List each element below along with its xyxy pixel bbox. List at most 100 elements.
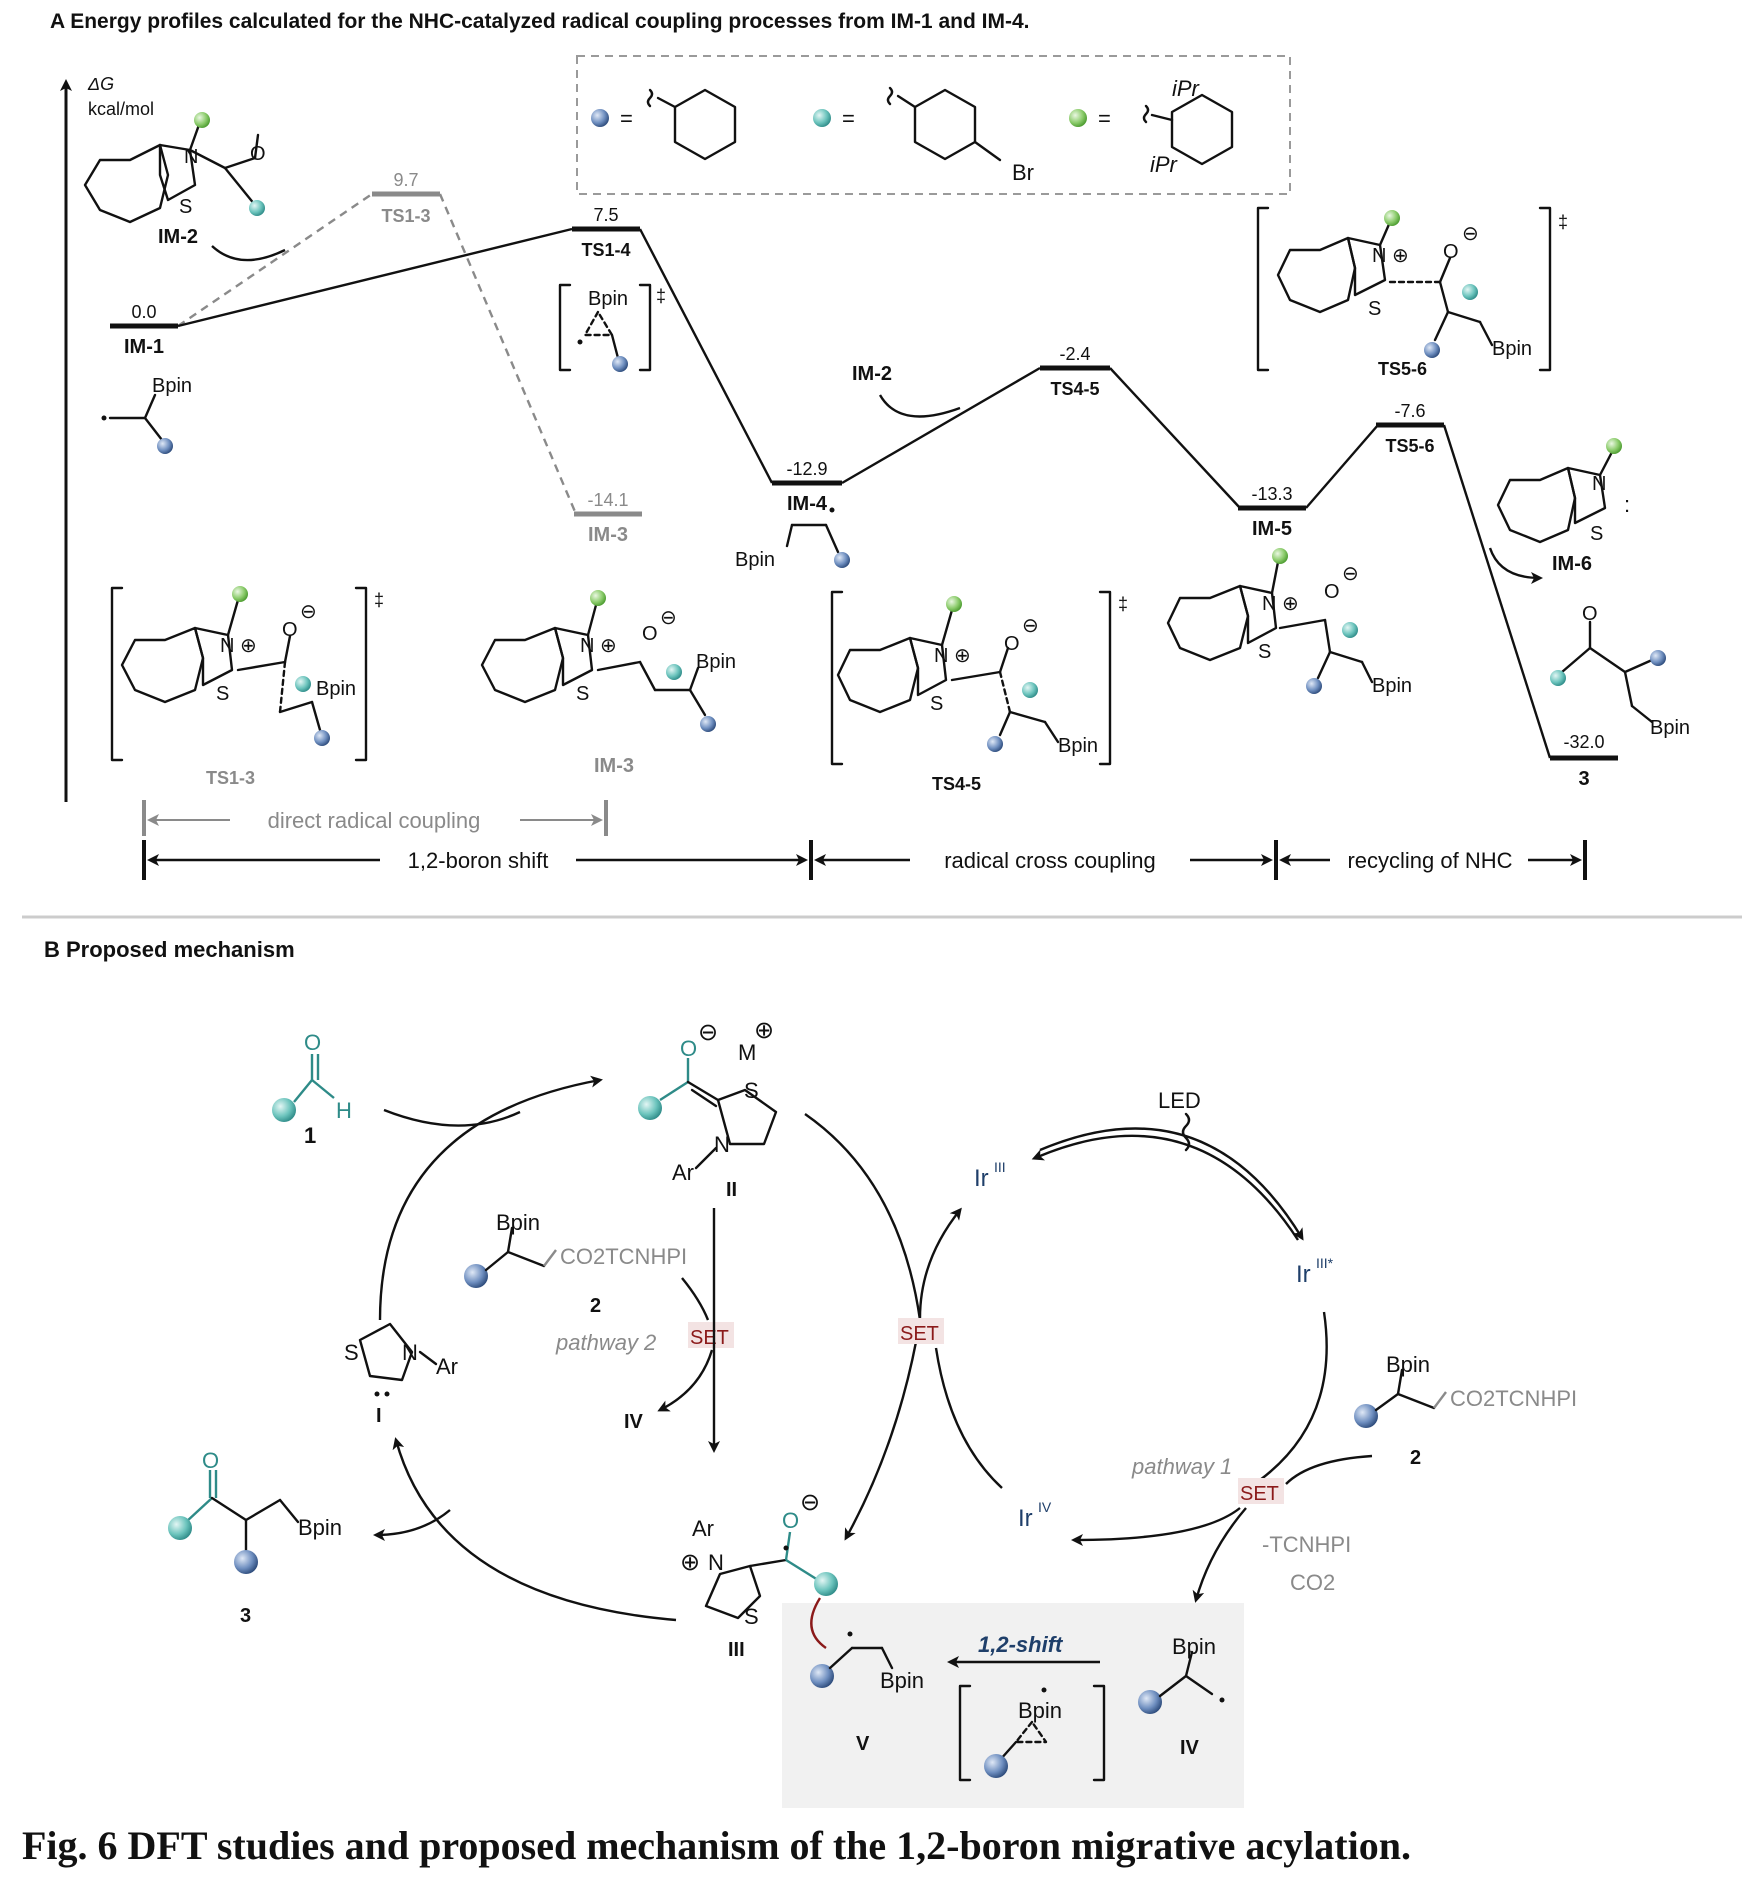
ir3s-sup: III* bbox=[1316, 1255, 1334, 1271]
ts13-o: O bbox=[282, 619, 298, 641]
level-ts14-value: 7.5 bbox=[593, 205, 618, 225]
green-sphere-icon bbox=[1384, 210, 1400, 226]
green-sphere-icon bbox=[1272, 548, 1288, 564]
arrow-ald-to-ii bbox=[383, 1108, 521, 1127]
ts13-bpin: Bpin bbox=[316, 678, 356, 700]
panel-b-title: B Proposed mechanism bbox=[44, 937, 295, 962]
im3-plus: ⊕ bbox=[600, 635, 617, 657]
conn-ts14-im4 bbox=[638, 228, 774, 484]
im6-n: N bbox=[1592, 473, 1606, 495]
ts45-s: S bbox=[930, 693, 943, 715]
level-im4-value: -12.9 bbox=[786, 459, 827, 479]
substrate-2-right: Bpin CO2TCNHPI 2 bbox=[1354, 1352, 1577, 1469]
photo-arc-forward bbox=[1039, 1127, 1304, 1241]
legend-ipr-top: iPr bbox=[1172, 76, 1201, 101]
p3a-bpin: Bpin bbox=[1650, 717, 1690, 739]
conn-ts13-im3 bbox=[438, 193, 578, 515]
im2-structure: N S O IM-2 bbox=[83, 112, 286, 262]
product3-structure-b: O Bpin 3 bbox=[168, 1448, 342, 1627]
ts13-plus: ⊕ bbox=[240, 635, 257, 657]
dipp-ring-icon bbox=[1170, 93, 1234, 166]
product3-structure-a: O Bpin bbox=[1550, 603, 1690, 739]
phenyl-ring-icon bbox=[673, 88, 737, 161]
teal-sphere-icon bbox=[272, 1098, 296, 1122]
range-cross: radical cross coupling bbox=[944, 848, 1156, 873]
arc-ii-right bbox=[804, 1113, 922, 1321]
ts56-struct-label: TS5-6 bbox=[1378, 359, 1427, 379]
ii-o: O bbox=[680, 1036, 697, 1061]
blue-sphere-icon bbox=[464, 1264, 488, 1288]
s2r-bpin: Bpin bbox=[1386, 1352, 1430, 1377]
profile-connectors bbox=[177, 193, 1552, 759]
arc-to-iii bbox=[844, 1319, 922, 1541]
green-sphere-icon bbox=[1606, 438, 1622, 454]
level-ts13-label: TS1-3 bbox=[381, 206, 430, 226]
ts56-o: O bbox=[1443, 241, 1459, 263]
ii-s: S bbox=[744, 1078, 759, 1103]
ii-plus: ⊕ bbox=[754, 1017, 774, 1044]
set-right: SET bbox=[1240, 1483, 1279, 1505]
ts13-dagger: ‡ bbox=[374, 590, 384, 610]
im6-structure: N S : IM-6 bbox=[1488, 438, 1630, 584]
blue-sphere-icon bbox=[591, 109, 609, 127]
im2b-label: IM-2 bbox=[852, 363, 892, 385]
bromophenyl-ring-icon bbox=[913, 88, 977, 161]
v-label: V bbox=[856, 1733, 870, 1755]
im3-bpin: Bpin bbox=[696, 651, 736, 673]
legend-br: Br bbox=[1012, 160, 1034, 185]
teal-sphere-icon bbox=[666, 664, 682, 680]
aldehyde-1: O H 1 bbox=[272, 1030, 352, 1148]
teal-sphere-icon bbox=[1342, 622, 1358, 638]
im3-structure: N ⊕ S O ⊖ Bpin IM-3 bbox=[480, 590, 736, 777]
axis-label-units: kcal/mol bbox=[88, 99, 154, 119]
s2r-label: 2 bbox=[1410, 1447, 1421, 1469]
blue-sphere-icon bbox=[984, 1754, 1008, 1778]
shift-label: 1,2-shift bbox=[978, 1632, 1064, 1657]
teal-sphere-icon bbox=[249, 200, 265, 216]
conn-ts45-im5 bbox=[1109, 367, 1241, 509]
ts56-bpin: Bpin bbox=[1492, 338, 1532, 360]
ir4-sup: IV bbox=[1038, 1499, 1052, 1515]
level-ts56-label: TS5-6 bbox=[1385, 436, 1434, 456]
ii-ar: Ar bbox=[672, 1160, 694, 1185]
s2l-label: 2 bbox=[590, 1295, 601, 1317]
im3-s: S bbox=[576, 683, 589, 705]
ir3: Ir bbox=[974, 1165, 989, 1192]
im2-s: S bbox=[179, 196, 192, 218]
legend-bromophenyl: = Br bbox=[813, 86, 1034, 185]
teal-sphere-icon bbox=[813, 109, 831, 127]
green-sphere-icon bbox=[946, 596, 962, 612]
im5-s: S bbox=[1258, 641, 1271, 663]
figure-caption: Fig. 6 DFT studies and proposed mechanis… bbox=[22, 1823, 1411, 1868]
energy-levels: 0.0 IM-1 9.7 TS1-3 7.5 TS1-4 -14.1 IM-3 … bbox=[110, 170, 1618, 790]
arrow-2-to-set bbox=[681, 1277, 710, 1321]
ts13-minus: ⊖ bbox=[300, 601, 317, 623]
intermediate-V: Bpin V bbox=[810, 1597, 924, 1755]
arc-iii-to-i bbox=[392, 1437, 677, 1622]
im4-structure: Bpin bbox=[735, 507, 850, 571]
iv-bpin: Bpin bbox=[1172, 1634, 1216, 1659]
ii-m: M bbox=[738, 1040, 756, 1065]
im6-s: S bbox=[1590, 523, 1603, 545]
set-left: SET bbox=[690, 1327, 729, 1349]
level-ts56-value: -7.6 bbox=[1394, 401, 1425, 421]
s2r-co2: CO2TCNHPI bbox=[1450, 1386, 1577, 1411]
set-center-bg bbox=[898, 1318, 944, 1344]
ts45-n: N bbox=[934, 645, 948, 667]
im5-n: N bbox=[1262, 593, 1276, 615]
blue-sphere-icon bbox=[612, 356, 628, 372]
level-im5-value: -13.3 bbox=[1251, 484, 1292, 504]
ts13-s: S bbox=[216, 683, 229, 705]
ts14-dagger: ‡ bbox=[656, 286, 666, 306]
ts45-dagger: ‡ bbox=[1118, 594, 1128, 614]
iv-left-label: IV bbox=[624, 1411, 644, 1433]
s2l-bpin: Bpin bbox=[496, 1210, 540, 1235]
ii-minus: ⊖ bbox=[698, 1019, 718, 1046]
teal-sphere-icon bbox=[1550, 670, 1566, 686]
legend-ipr-bottom: iPr bbox=[1150, 152, 1179, 177]
ts45-plus: ⊕ bbox=[954, 645, 971, 667]
im2b-arrow bbox=[878, 394, 961, 418]
level-im1-value: 0.0 bbox=[131, 302, 156, 322]
blue-sphere-icon bbox=[157, 438, 173, 454]
conn-im4-ts45 bbox=[841, 366, 1041, 485]
